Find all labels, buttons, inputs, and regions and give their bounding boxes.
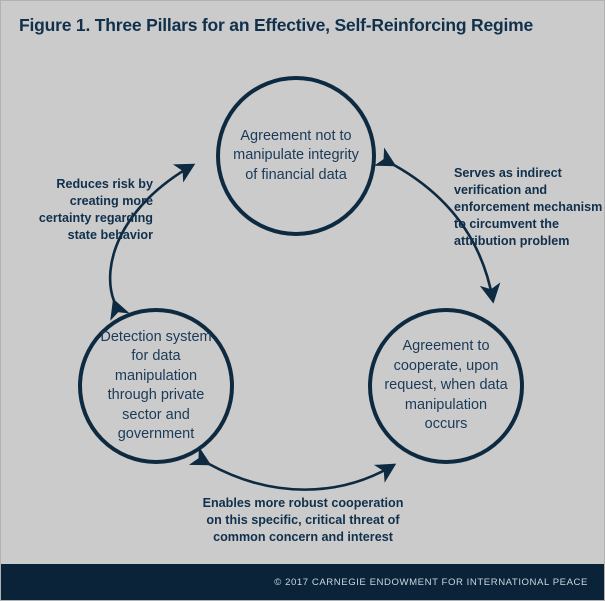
pillar-circle-agreement-cooperate[interactable]: Agreement to cooperate, upon request, wh… [368,308,524,464]
connector-label-top-to-right: Serves as indirect verification and enfo… [454,166,603,248]
pillar-circle-agreement-integrity[interactable]: Agreement not to manipulate integrity of… [216,76,376,236]
pillar-label-agreement-integrity: Agreement not to manipulate integrity of… [233,127,359,183]
copyright-credit: © 2017 CARNEGIE ENDOWMENT FOR INTERNATIO… [274,576,588,588]
top-to-left-arrow [108,163,196,321]
connector-label-top-to-left: Reduces risk by creating more certainty … [38,177,153,242]
top-to-right-arrow [373,147,501,304]
pillar-label-detection-system: Detection system for data manipulation t… [100,328,212,443]
figure-footer: © 2017 CARNEGIE ENDOWMENT FOR INTERNATIO… [1,564,604,600]
pillar-circle-detection-system[interactable]: Detection system for data manipulation t… [78,308,234,464]
left-to-right-arrow [188,446,397,491]
diagram-arrows-layer [108,147,501,491]
pillar-label-agreement-cooperate: Agreement to cooperate, upon request, wh… [384,338,508,433]
figure-title: Figure 1. Three Pillars for an Effective… [19,15,534,35]
connector-label-left-to-right: Enables more robust cooperation on this … [202,496,404,544]
